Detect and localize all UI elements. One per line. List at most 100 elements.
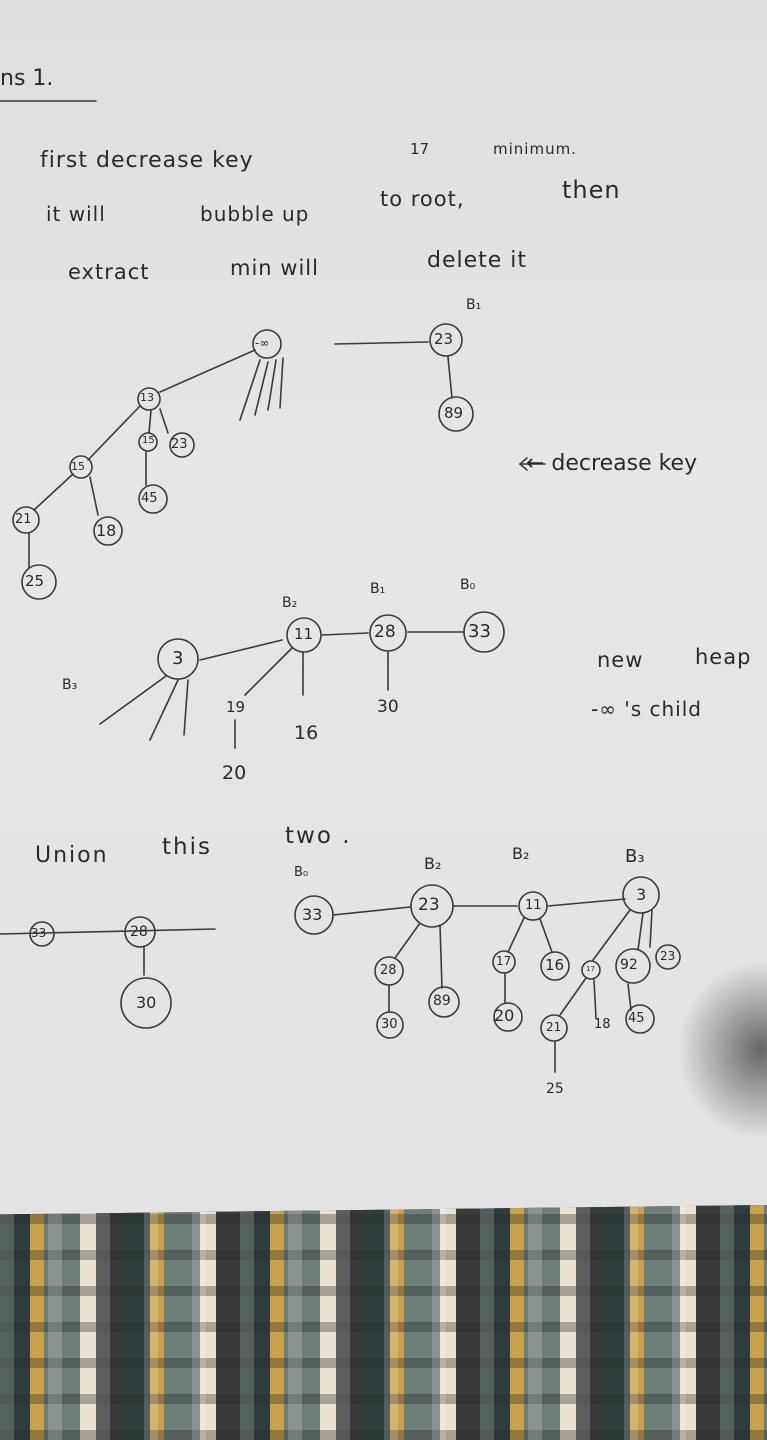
node-b1-child: 89 xyxy=(444,404,464,422)
node-circle xyxy=(120,977,172,1029)
note-line3-c: delete it xyxy=(427,248,528,273)
edge xyxy=(547,898,626,907)
node-circle xyxy=(138,432,158,452)
edge xyxy=(99,675,189,741)
edge xyxy=(159,408,169,434)
node-circle xyxy=(124,916,156,948)
node-circle xyxy=(286,617,322,653)
node-25: 25 xyxy=(25,572,45,590)
edge xyxy=(447,356,453,399)
note-line3-a: extract xyxy=(68,260,150,284)
note-line1-a: first decrease key xyxy=(40,148,254,173)
edge xyxy=(199,639,283,661)
node-circle xyxy=(463,611,505,653)
node-circle xyxy=(625,1004,655,1034)
node-circle xyxy=(655,944,681,970)
node-23-small: 23 xyxy=(171,437,188,452)
edge xyxy=(394,922,421,959)
edge xyxy=(649,909,653,948)
node-17b-right: 17 xyxy=(586,965,595,973)
label-b2-mid: B₂ xyxy=(282,595,298,611)
node-circle xyxy=(492,950,516,974)
edge xyxy=(593,979,597,1019)
edge xyxy=(539,918,553,953)
node-11-right: 11 xyxy=(525,898,542,913)
node-3-right: 3 xyxy=(636,885,647,904)
node-33-right: 33 xyxy=(302,905,323,924)
arrow-head xyxy=(518,457,528,471)
edge xyxy=(637,912,644,951)
node-13: 13 xyxy=(140,391,154,404)
node-28-right: 28 xyxy=(380,963,397,978)
node-18-right: 18 xyxy=(594,1017,611,1032)
node-19: 19 xyxy=(226,698,246,716)
node-circle xyxy=(157,638,199,680)
node-23b-right: 23 xyxy=(660,949,676,963)
node-15: 15 xyxy=(142,435,155,446)
node-circle xyxy=(540,951,570,981)
node-18: 18 xyxy=(96,521,117,540)
node-45-right: 45 xyxy=(628,1011,645,1026)
notebook-page xyxy=(0,0,767,1222)
tree-drawing xyxy=(0,100,681,1073)
node-21-right: 21 xyxy=(546,1020,562,1034)
edge xyxy=(159,349,256,393)
edge xyxy=(33,473,74,511)
node-circle xyxy=(137,387,161,411)
node-circle xyxy=(169,432,195,458)
edge xyxy=(559,977,587,1016)
edge xyxy=(321,632,369,636)
label-b1-top: B₁ xyxy=(466,297,482,313)
label-b3-mid: B₃ xyxy=(62,677,78,693)
edge xyxy=(627,983,632,1011)
node-11: 11 xyxy=(294,625,314,643)
node-36-left: 30 xyxy=(136,993,157,1012)
question-label: ns 1. xyxy=(0,66,54,91)
label-b2-bottom-a: B₂ xyxy=(424,854,442,873)
edge xyxy=(592,909,631,961)
label-b0-mid: B₀ xyxy=(460,577,476,593)
note-line1-c: minimum. xyxy=(493,140,577,158)
new-heap-note-a: new xyxy=(597,648,644,672)
union-note-a: Union xyxy=(35,843,109,868)
node-33: 33 xyxy=(468,621,491,642)
note-line3-b: min will xyxy=(230,256,319,280)
node-3: 3 xyxy=(172,648,184,669)
node-circle xyxy=(493,1002,523,1032)
edge xyxy=(334,341,429,345)
label-b1-mid: B₁ xyxy=(370,581,386,597)
node-circle xyxy=(252,329,282,359)
note-line2-a: it will xyxy=(46,202,106,226)
node-circle xyxy=(622,876,660,914)
node-30: 30 xyxy=(377,697,399,717)
node-21: 21 xyxy=(15,512,32,527)
node-89-right: 89 xyxy=(433,993,451,1009)
node-45: 45 xyxy=(141,491,158,506)
edge xyxy=(439,924,443,989)
edge xyxy=(148,409,152,434)
decrease-key-note: ← decrease key xyxy=(526,451,698,476)
label-b0-bottom: B₀ xyxy=(294,865,309,880)
node-28: 28 xyxy=(374,622,396,642)
node-30-right: 30 xyxy=(381,1017,398,1032)
node-16: 16 xyxy=(294,722,319,744)
node-92-right: 92 xyxy=(620,957,638,973)
union-note-c: two . xyxy=(285,823,352,849)
note-line2-d: then xyxy=(562,176,621,204)
node-circle xyxy=(93,516,123,546)
node-b1-root: 23 xyxy=(434,330,454,348)
edge xyxy=(244,647,293,696)
edge xyxy=(507,917,525,953)
node-circle xyxy=(376,1011,404,1039)
node-20: 20 xyxy=(222,762,247,784)
node-16-right: 16 xyxy=(545,956,565,974)
node-circle xyxy=(12,506,40,534)
node-circle xyxy=(21,564,57,600)
new-heap-note-b: heap xyxy=(695,645,752,669)
node-circle xyxy=(429,323,463,357)
node-circle xyxy=(581,960,601,980)
node-circle xyxy=(428,986,460,1018)
union-note-b: this xyxy=(162,834,212,860)
note-line2-c: to root, xyxy=(380,187,465,211)
plaid-cloth-background xyxy=(0,1205,767,1440)
